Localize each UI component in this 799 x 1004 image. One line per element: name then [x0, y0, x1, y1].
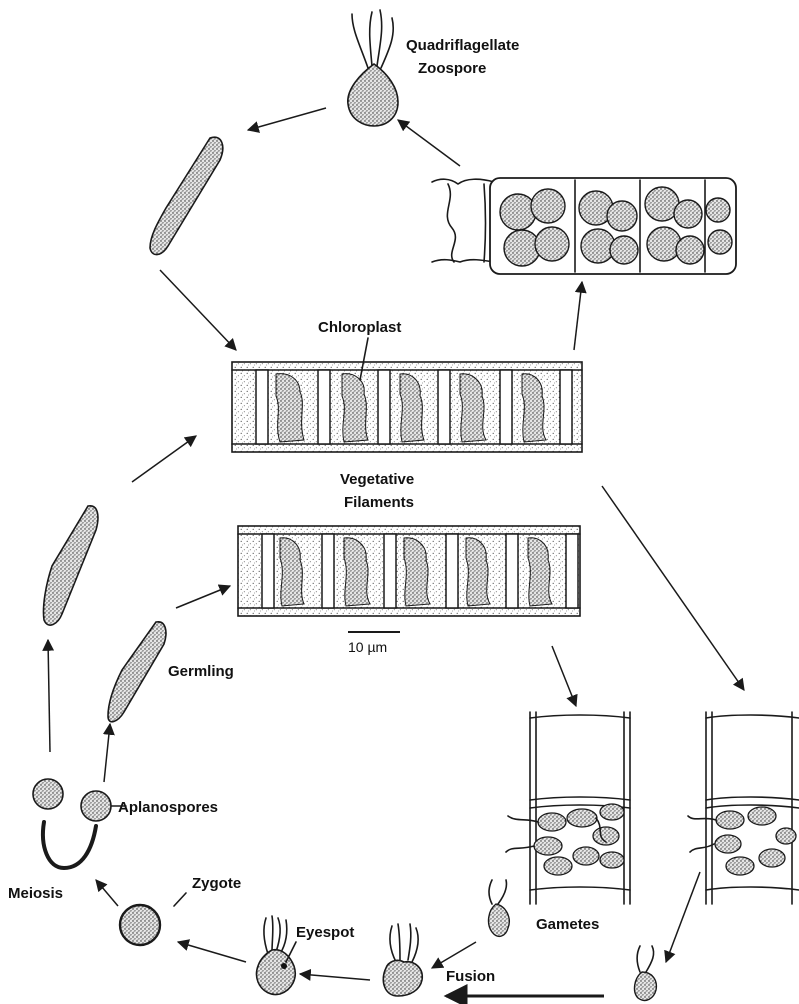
zygote: [120, 905, 160, 945]
gametangium-center: [506, 712, 630, 904]
vegetative-filament-upper: [232, 362, 582, 452]
arrow-germling-to-filament: [160, 270, 236, 350]
gametangium-right: [688, 712, 799, 904]
arrow-eyespot-to-zygote: [178, 942, 246, 962]
free-gamete-right: [635, 946, 657, 1000]
germling: [108, 622, 166, 722]
scale-label: 10 µm: [348, 639, 387, 655]
meiosis-label: Meiosis: [8, 885, 63, 902]
chloroplast-label: Chloroplast: [318, 319, 401, 336]
fusing-gametes: [383, 924, 422, 996]
vegetative-filament-lower: [238, 526, 580, 616]
zygote-label: Zygote: [192, 875, 241, 892]
fusion-label: Fusion: [446, 968, 495, 985]
zoosporangium-filament: [432, 178, 736, 274]
arrow-aplanospore-to-germling: [104, 724, 110, 782]
meiosis-curve: [43, 822, 96, 868]
germling-label: Germling: [168, 663, 234, 680]
arrow-filament-to-right-gametangium: [602, 486, 744, 690]
zygote-pointer: [174, 893, 186, 906]
vegetative-label-line2: Filaments: [344, 494, 414, 511]
arrow-filament-to-sporangium: [574, 282, 582, 350]
zoospore-label-line2: Zoospore: [418, 60, 486, 77]
left-germling: [43, 506, 97, 625]
vegetative-label-line1: Vegetative: [340, 471, 414, 488]
gametes-label: Gametes: [536, 916, 599, 933]
arrow-filament-to-gametangium: [552, 646, 576, 706]
zoospore-label-line1: Quadriflagellate: [406, 37, 519, 54]
arrow-left-germling-to-filament: [132, 436, 196, 482]
arrow-right-gametangium-to-gamete: [666, 872, 700, 962]
arrow-sporangium-to-zoospore: [398, 120, 460, 166]
free-gamete-center: [489, 880, 510, 936]
arrow-germling-to-lower-filament: [176, 586, 230, 608]
upper-germling: [150, 137, 223, 254]
quadriflagellate-zoospore: [348, 10, 398, 126]
aplanospores: [33, 779, 111, 821]
arrow-aplanospore-to-left-germling: [48, 640, 50, 752]
arrow-center-gamete-to-fusion: [432, 942, 476, 968]
eyespot-label: Eyespot: [296, 924, 354, 941]
arrow-zoospore-to-germling: [248, 108, 326, 130]
arrow-fusion-to-eyespot: [300, 974, 370, 980]
aplanospores-label: Aplanospores: [118, 799, 218, 816]
arrow-zygote-to-meiosis: [96, 880, 118, 906]
